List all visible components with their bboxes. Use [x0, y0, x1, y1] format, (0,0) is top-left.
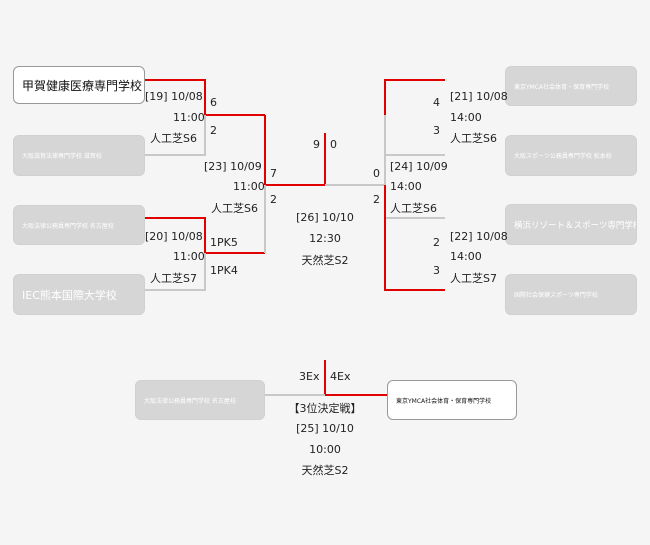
- title-3rd-place: 【3位決定戦】: [288, 402, 362, 415]
- team-box-b1[interactable]: 大阪法律公務員専門学校 名古屋校: [135, 380, 265, 420]
- score-m22-bottom: 3: [433, 264, 440, 277]
- score-m21-top: 4: [433, 96, 440, 109]
- team-name: 大阪滋賀法律専門学校 滋賀校: [22, 153, 102, 160]
- team-box-l1[interactable]: 甲賀健康医療専門学校: [13, 66, 145, 104]
- time-m25: 10:00: [309, 443, 341, 456]
- score-final-right: 0: [330, 138, 337, 151]
- time-m26: 12:30: [309, 232, 341, 245]
- team-name: 横浜リゾート＆スポーツ専門学校: [514, 220, 637, 231]
- time-m24: 14:00: [390, 180, 422, 193]
- score-m21-bottom: 3: [433, 124, 440, 137]
- team-box-l4[interactable]: IEC熊本国際大学校: [13, 274, 145, 315]
- venue-m25: 天然芝S2: [301, 464, 349, 477]
- date-m24: [24] 10/09: [390, 160, 448, 173]
- team-name: IEC熊本国際大学校: [22, 288, 117, 302]
- score-3rd-right: 4Ex: [330, 370, 351, 383]
- date-m26: [26] 10/10: [296, 211, 354, 224]
- venue-m26: 天然芝S2: [301, 254, 349, 267]
- time-m20: 11:00: [173, 250, 205, 263]
- team-name: 東京YMCA社会体育・保育専門学校: [514, 83, 610, 91]
- score-m20-top: 1PK5: [210, 236, 238, 249]
- team-name: 東京YMCA社会体育・保育専門学校: [396, 397, 492, 405]
- score-m19-bottom: 2: [210, 124, 217, 137]
- score-m20-bottom: 1PK4: [210, 264, 238, 277]
- venue-m19: 人工芝S6: [150, 132, 197, 145]
- score-m23-bottom: 2: [270, 193, 277, 206]
- line-r4: [384, 253, 445, 291]
- team-box-r4[interactable]: 国際社会保健スポーツ専門学校: [505, 274, 637, 315]
- team-box-l2[interactable]: 大阪滋賀法律専門学校 滋賀校: [13, 135, 145, 176]
- date-m20: [20] 10/08: [145, 230, 203, 243]
- score-final-left: 9: [313, 138, 320, 151]
- team-box-r1[interactable]: 東京YMCA社会体育・保育専門学校: [505, 66, 637, 106]
- time-m22: 14:00: [450, 250, 482, 263]
- team-name: 国際社会保健スポーツ専門学校: [514, 292, 598, 299]
- date-m21: [21] 10/08: [450, 90, 508, 103]
- venue-m22: 人工芝S7: [450, 272, 497, 285]
- date-m19: [19] 10/08: [145, 90, 203, 103]
- time-m23: 11:00: [233, 180, 265, 193]
- team-box-l3[interactable]: 大阪法律公務員専門学校 名古屋校: [13, 205, 145, 245]
- line-l1: [145, 79, 265, 116]
- venue-m23: 人工芝S6: [211, 202, 258, 215]
- line-r1: [384, 79, 445, 115]
- score-3rd-left: 3Ex: [299, 370, 320, 383]
- venue-m24: 人工芝S6: [390, 202, 437, 215]
- team-box-r2[interactable]: 大阪スポーツ公務員専門学校 松本校: [505, 135, 637, 176]
- score-m23-top: 7: [270, 167, 277, 180]
- score-m24-bottom: 2: [373, 193, 380, 206]
- line-l4: [145, 253, 206, 291]
- score-m22-top: 2: [433, 236, 440, 249]
- venue-m20: 人工芝S7: [150, 272, 197, 285]
- team-box-r3[interactable]: 横浜リゾート＆スポーツ専門学校: [505, 204, 637, 245]
- line-l3: [145, 217, 265, 254]
- line-l2: [145, 115, 206, 156]
- team-name: 大阪スポーツ公務員専門学校 松本校: [514, 153, 612, 160]
- time-m19: 11:00: [173, 111, 205, 124]
- date-m22: [22] 10/08: [450, 230, 508, 243]
- score-m19-top: 6: [210, 96, 217, 109]
- team-box-b2[interactable]: 東京YMCA社会体育・保育専門学校: [387, 380, 517, 420]
- venue-m21: 人工芝S6: [450, 132, 497, 145]
- date-m25: [25] 10/10: [296, 422, 354, 435]
- date-m23: [23] 10/09: [204, 160, 262, 173]
- team-name: 甲賀健康医療専門学校: [22, 78, 143, 93]
- team-name: 大阪法律公務員専門学校 名古屋校: [22, 222, 114, 230]
- team-name: 大阪法律公務員専門学校 名古屋校: [144, 397, 236, 405]
- score-m24-top: 0: [373, 167, 380, 180]
- time-m21: 14:00: [450, 111, 482, 124]
